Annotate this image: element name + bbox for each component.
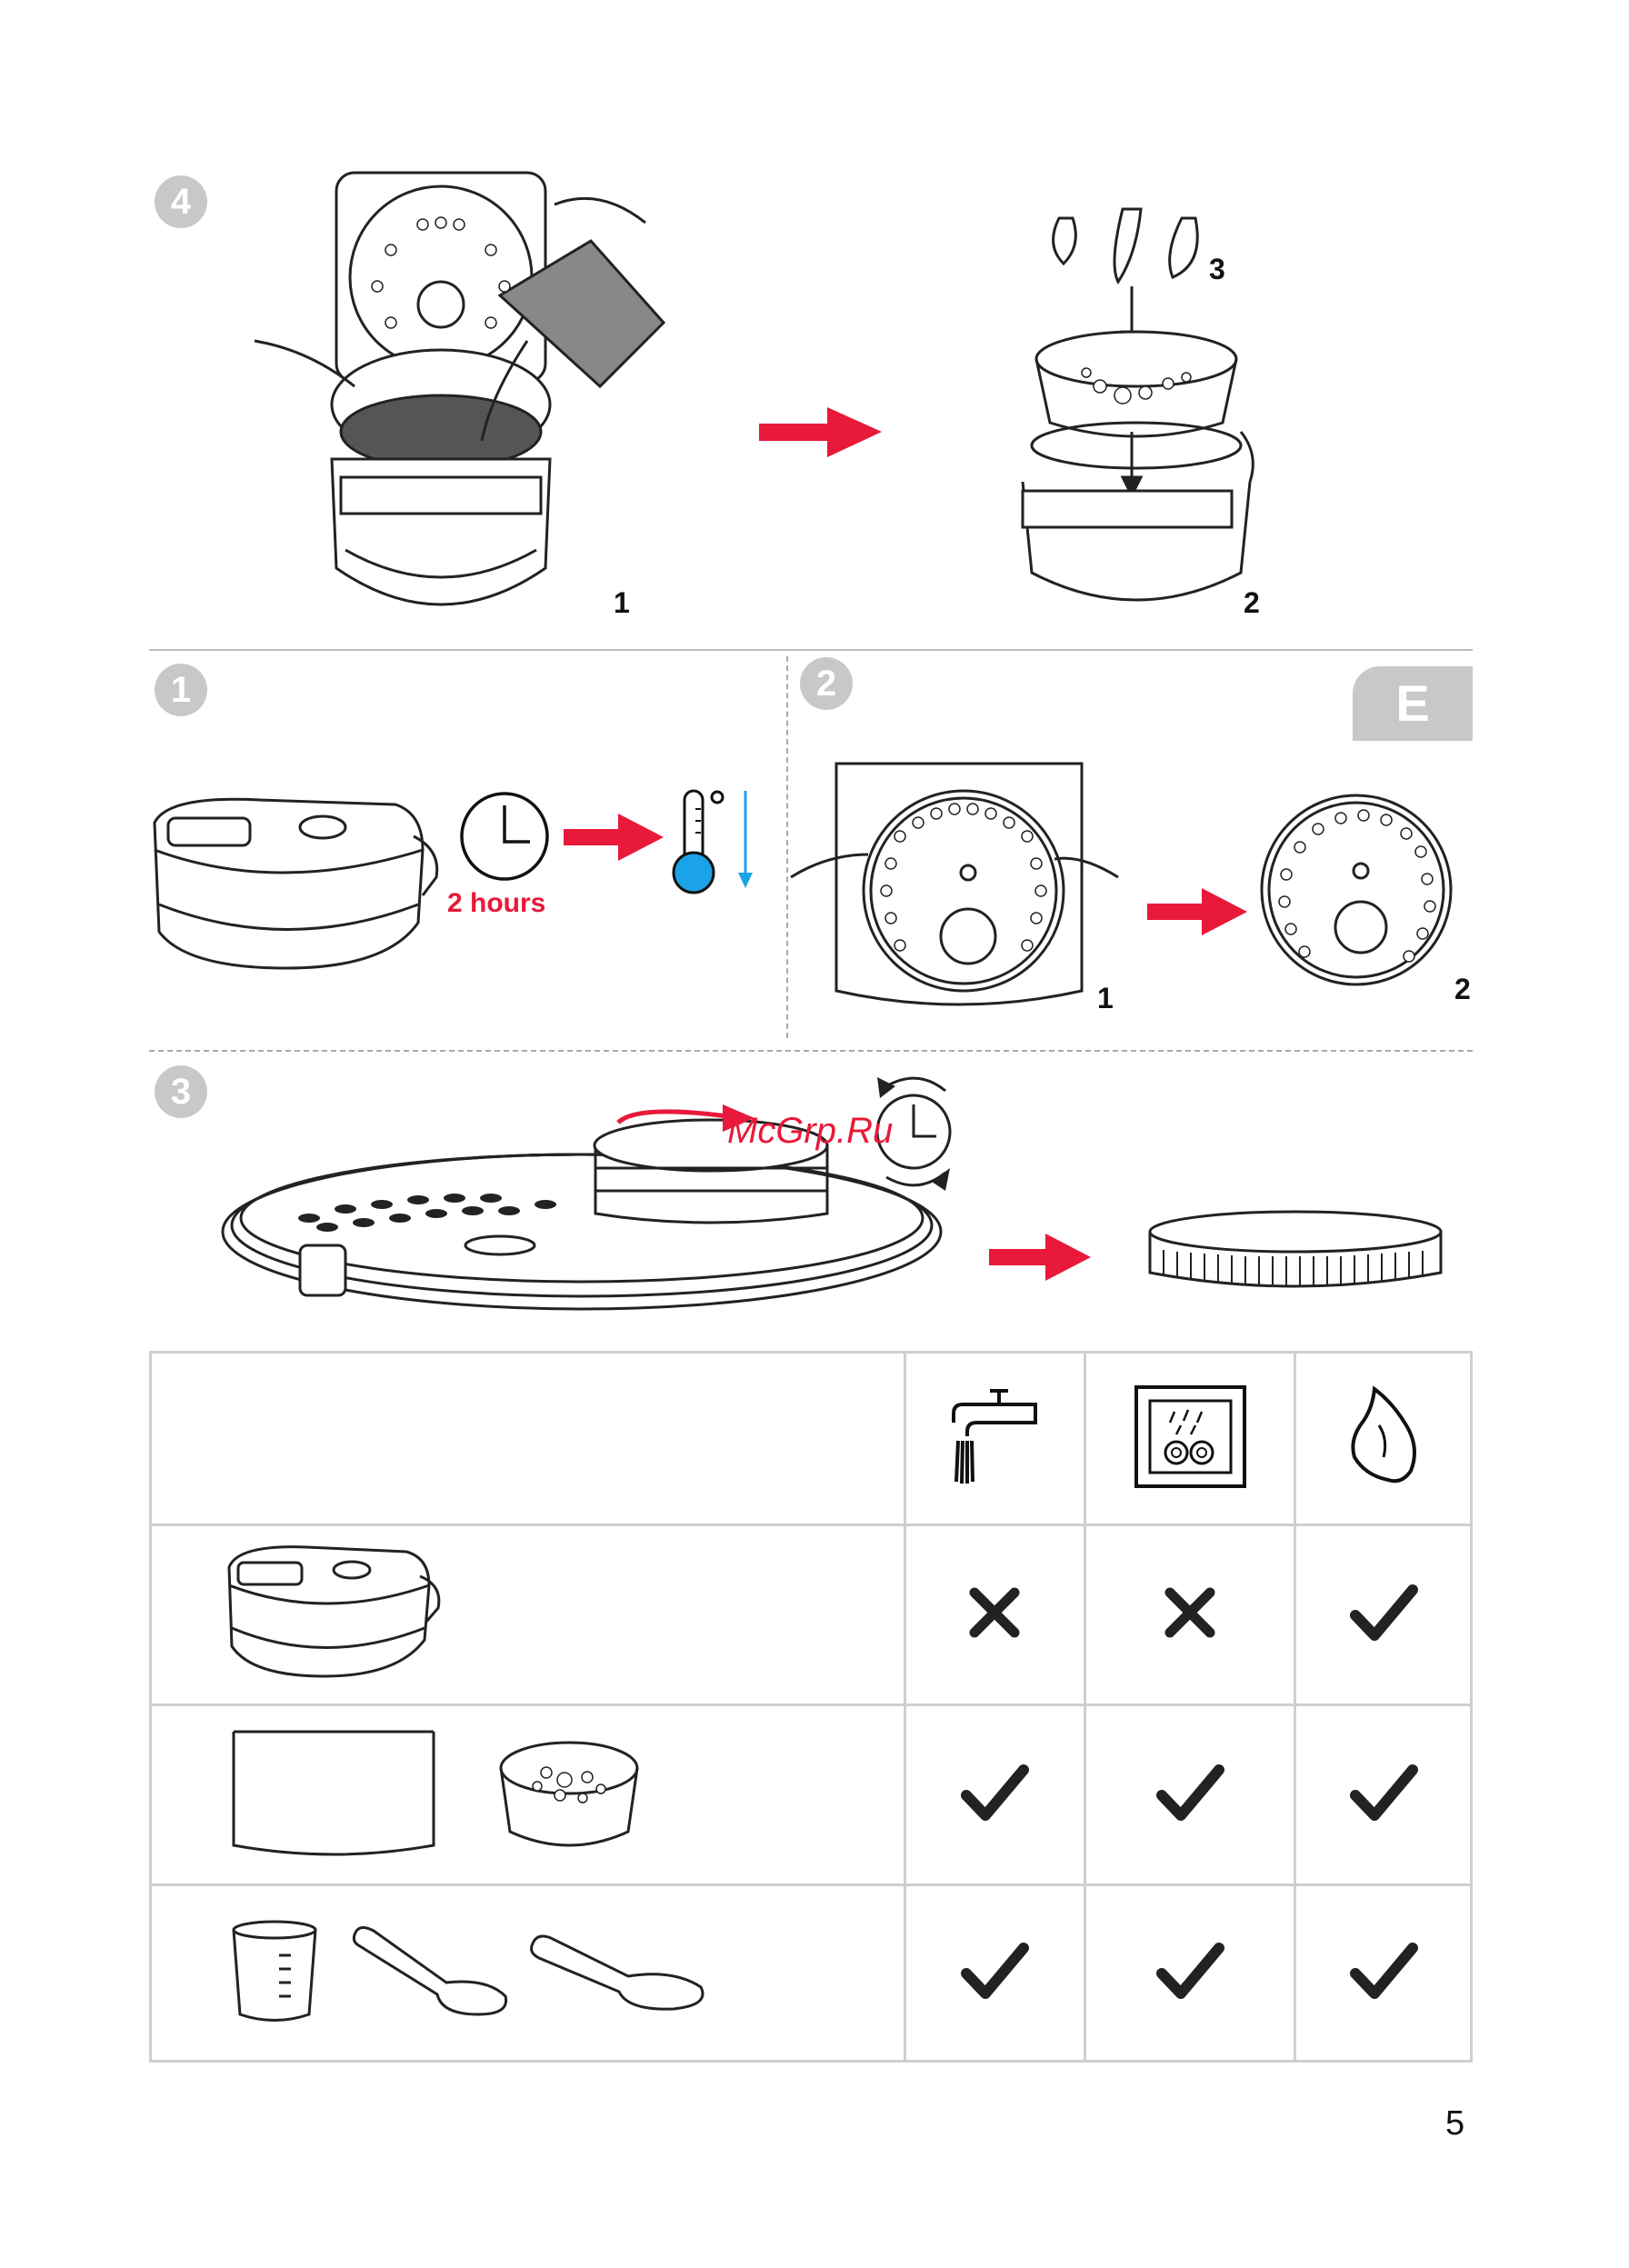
red-arrow-icon (759, 407, 882, 457)
cooker-pouring-illustration (255, 168, 682, 641)
table-mark-cell (1295, 1525, 1472, 1705)
red-arrow-icon (1147, 888, 1247, 935)
checkmark-icon (1349, 1761, 1418, 1824)
page-number: 5 (1445, 2104, 1464, 2143)
section-e-tab: E (1353, 666, 1473, 741)
section-e-vertical-divider (786, 656, 788, 1038)
section-divider (149, 649, 1473, 651)
table-mark-cell (905, 1705, 1085, 1885)
measuring-cup-icon (229, 1919, 320, 2028)
table-mark-cell (1084, 1525, 1295, 1705)
table-header-cell (1084, 1353, 1295, 1525)
checkmark-icon (1349, 1939, 1418, 2003)
table-header-cell (905, 1353, 1085, 1525)
table-item-cell (151, 1705, 905, 1885)
table-item-cell (151, 1885, 905, 2062)
inner-pot-icon (229, 1727, 438, 1863)
rice-paddle-icon (528, 1933, 710, 2014)
step4-sublabel-3: 3 (1209, 253, 1225, 286)
table-mark-cell (1084, 1705, 1295, 1885)
checkmark-icon (960, 1939, 1029, 2003)
step-e2-sublabel-2: 2 (1454, 973, 1471, 1006)
thermometer-icon (668, 786, 759, 895)
step-e2-sublabel-1: 1 (1097, 982, 1114, 1015)
table-header-cell (1295, 1353, 1472, 1525)
cross-icon (1163, 1585, 1217, 1640)
step4-sublabel-2: 2 (1244, 586, 1260, 620)
closed-cooker-illustration (150, 795, 450, 977)
red-arrow-icon (564, 814, 664, 861)
steam-valve-removal-illustration (218, 1073, 982, 1314)
cross-icon (967, 1585, 1022, 1640)
section-divider-dashed (149, 1050, 1473, 1052)
clock-icon (459, 791, 550, 882)
table-mark-cell (1084, 1885, 1295, 2062)
dishwasher-icon (1134, 1384, 1247, 1489)
table-header-empty-cell (151, 1353, 905, 1525)
checkmark-icon (960, 1761, 1029, 1824)
table-row (151, 1885, 1472, 2062)
table-row (151, 1705, 1472, 1885)
valve-cap-illustration (1145, 1209, 1445, 1300)
table-row (151, 1525, 1472, 1705)
step-e3-badge: 3 (155, 1065, 207, 1118)
step4-sublabel-1: 1 (614, 586, 630, 620)
rice-cooker-icon (225, 1544, 443, 1681)
cloth-wipe-icon (1347, 1384, 1420, 1489)
steam-basket-icon (496, 1736, 642, 1854)
steamer-basket-illustration (1009, 191, 1273, 636)
tap-water-icon (949, 1382, 1040, 1491)
table-mark-cell (1295, 1885, 1472, 2062)
duration-label: 2 hours (447, 888, 545, 919)
inner-lid-illustration (1259, 793, 1454, 988)
checkmark-icon (1155, 1761, 1224, 1824)
checkmark-icon (1349, 1581, 1418, 1644)
watermark-text: McGrp.Ru (727, 1111, 893, 1152)
checkmark-icon (1155, 1939, 1224, 2003)
table-mark-cell (1295, 1705, 1472, 1885)
table-mark-cell (905, 1885, 1085, 2062)
step-4-badge: 4 (155, 175, 207, 228)
table-header-row (151, 1353, 1472, 1525)
red-arrow-icon (989, 1234, 1091, 1281)
soup-ladle-icon (351, 1923, 515, 2023)
table-item-cell (151, 1525, 905, 1705)
cleaning-care-table (149, 1351, 1473, 2063)
step-e1-badge: 1 (155, 664, 207, 716)
step-e2-badge: 2 (800, 657, 853, 710)
remove-lid-illustration (791, 754, 1118, 1018)
table-mark-cell (905, 1525, 1085, 1705)
